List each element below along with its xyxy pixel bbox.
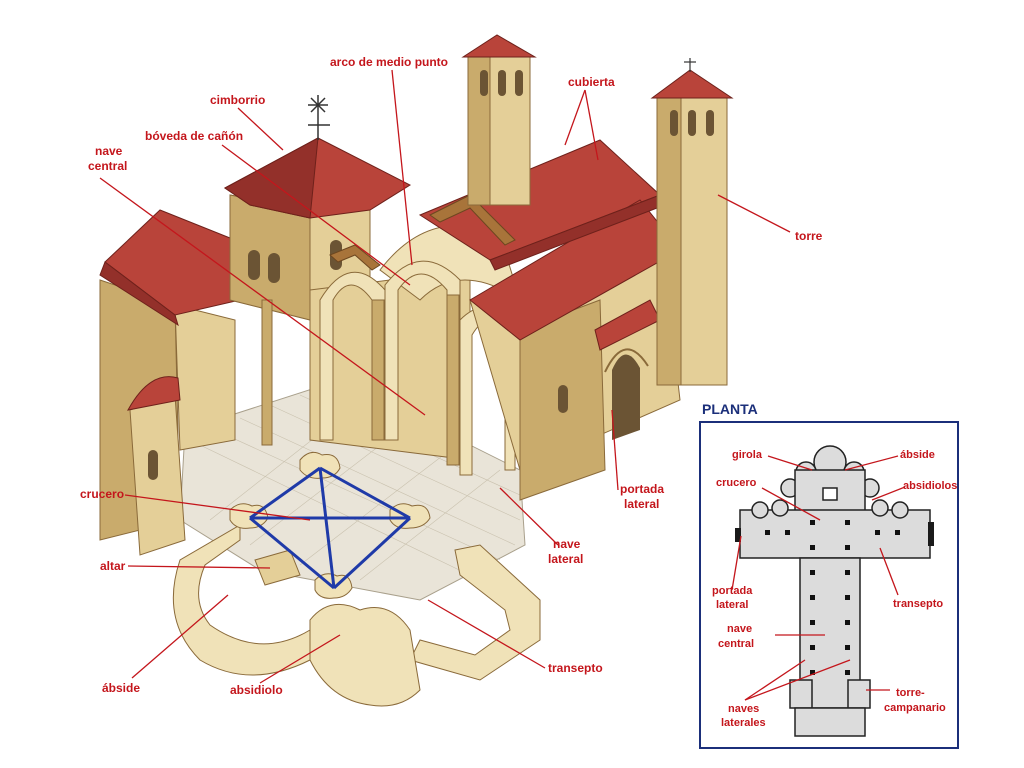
left-apse-window — [148, 450, 158, 480]
label-absidiolo: absidiolo — [230, 683, 283, 697]
altar-block — [254, 549, 301, 586]
plan-label-naves-laterales-line2: laterales — [721, 717, 766, 729]
floor-plan-inset: PLANTA — [699, 401, 959, 749]
label-crucero: crucero — [80, 487, 124, 501]
tower-right-shadow — [656, 94, 682, 386]
label-altar: altar — [100, 559, 126, 573]
cimborrio-roof-left — [224, 137, 319, 219]
tower-right-roof — [650, 69, 734, 99]
plan-label-girola: girola — [732, 449, 763, 461]
tower-right-windows — [670, 110, 714, 136]
weathervane-icon — [308, 95, 330, 140]
plan-label-torre-campanario-line2: campanario — [884, 702, 946, 714]
left-roof-edge — [99, 261, 179, 327]
label-nave-lateral-line1: nave — [553, 537, 581, 551]
plan-label-transepto: transepto — [893, 598, 943, 610]
label-cubierta: cubierta — [568, 75, 615, 89]
left-small-apse-roof — [127, 376, 181, 411]
label-transepto: transepto — [548, 661, 603, 675]
left-aisle-wall-face — [174, 304, 236, 451]
label-nave-lateral-line2: lateral — [548, 552, 583, 566]
label-arco-de-medio-punto: arco de medio punto — [330, 55, 448, 69]
label-abside: ábside — [102, 681, 140, 695]
right-window-1 — [558, 385, 568, 413]
columns — [261, 294, 460, 466]
plan-label-abside: ábside — [900, 449, 935, 461]
side-portal — [604, 348, 649, 440]
plan-altar — [822, 487, 838, 501]
label-portada-lateral-line2: lateral — [624, 497, 659, 511]
crossing-diagonals — [249, 466, 412, 590]
plan-leader-lines — [731, 455, 906, 701]
tower-center-roof — [461, 34, 537, 58]
label-boveda-de-canon: bóveda de cañón — [145, 129, 243, 143]
plan-label-portada-lateral-line1: portada — [712, 585, 753, 597]
tower-center-windows — [480, 70, 523, 96]
label-nave-central-line1: nave — [95, 144, 123, 158]
plan-pillars — [765, 520, 900, 675]
plan-label-crucero: crucero — [716, 477, 757, 489]
floor-tiles — [199, 394, 521, 581]
plan-label-torre-campanario-line1: torre- — [896, 687, 925, 699]
plan-drawing — [735, 445, 934, 737]
label-cimborrio: cimborrio — [210, 93, 265, 107]
absidiolo-wall — [309, 603, 421, 707]
plan-label-naves-laterales-line1: naves — [728, 703, 759, 715]
plan-label-nave-central-line1: nave — [727, 623, 752, 635]
label-torre: torre — [795, 229, 823, 243]
illustration-labels: arco de medio punto cubierta cimborrio b… — [80, 55, 823, 697]
plan-label-nave-central-line2: central — [718, 638, 754, 650]
label-nave-central-line2: central — [88, 159, 127, 173]
tower-right-weathervane-icon — [684, 58, 696, 72]
plan-label-absidiolos: absidiolos — [903, 480, 957, 492]
plan-label-portada-lateral-line2: lateral — [716, 599, 748, 611]
plan-title: PLANTA — [702, 401, 758, 417]
label-portada-lateral-line1: portada — [620, 482, 664, 496]
abside-wall — [172, 524, 311, 676]
leader-lines — [99, 69, 791, 684]
